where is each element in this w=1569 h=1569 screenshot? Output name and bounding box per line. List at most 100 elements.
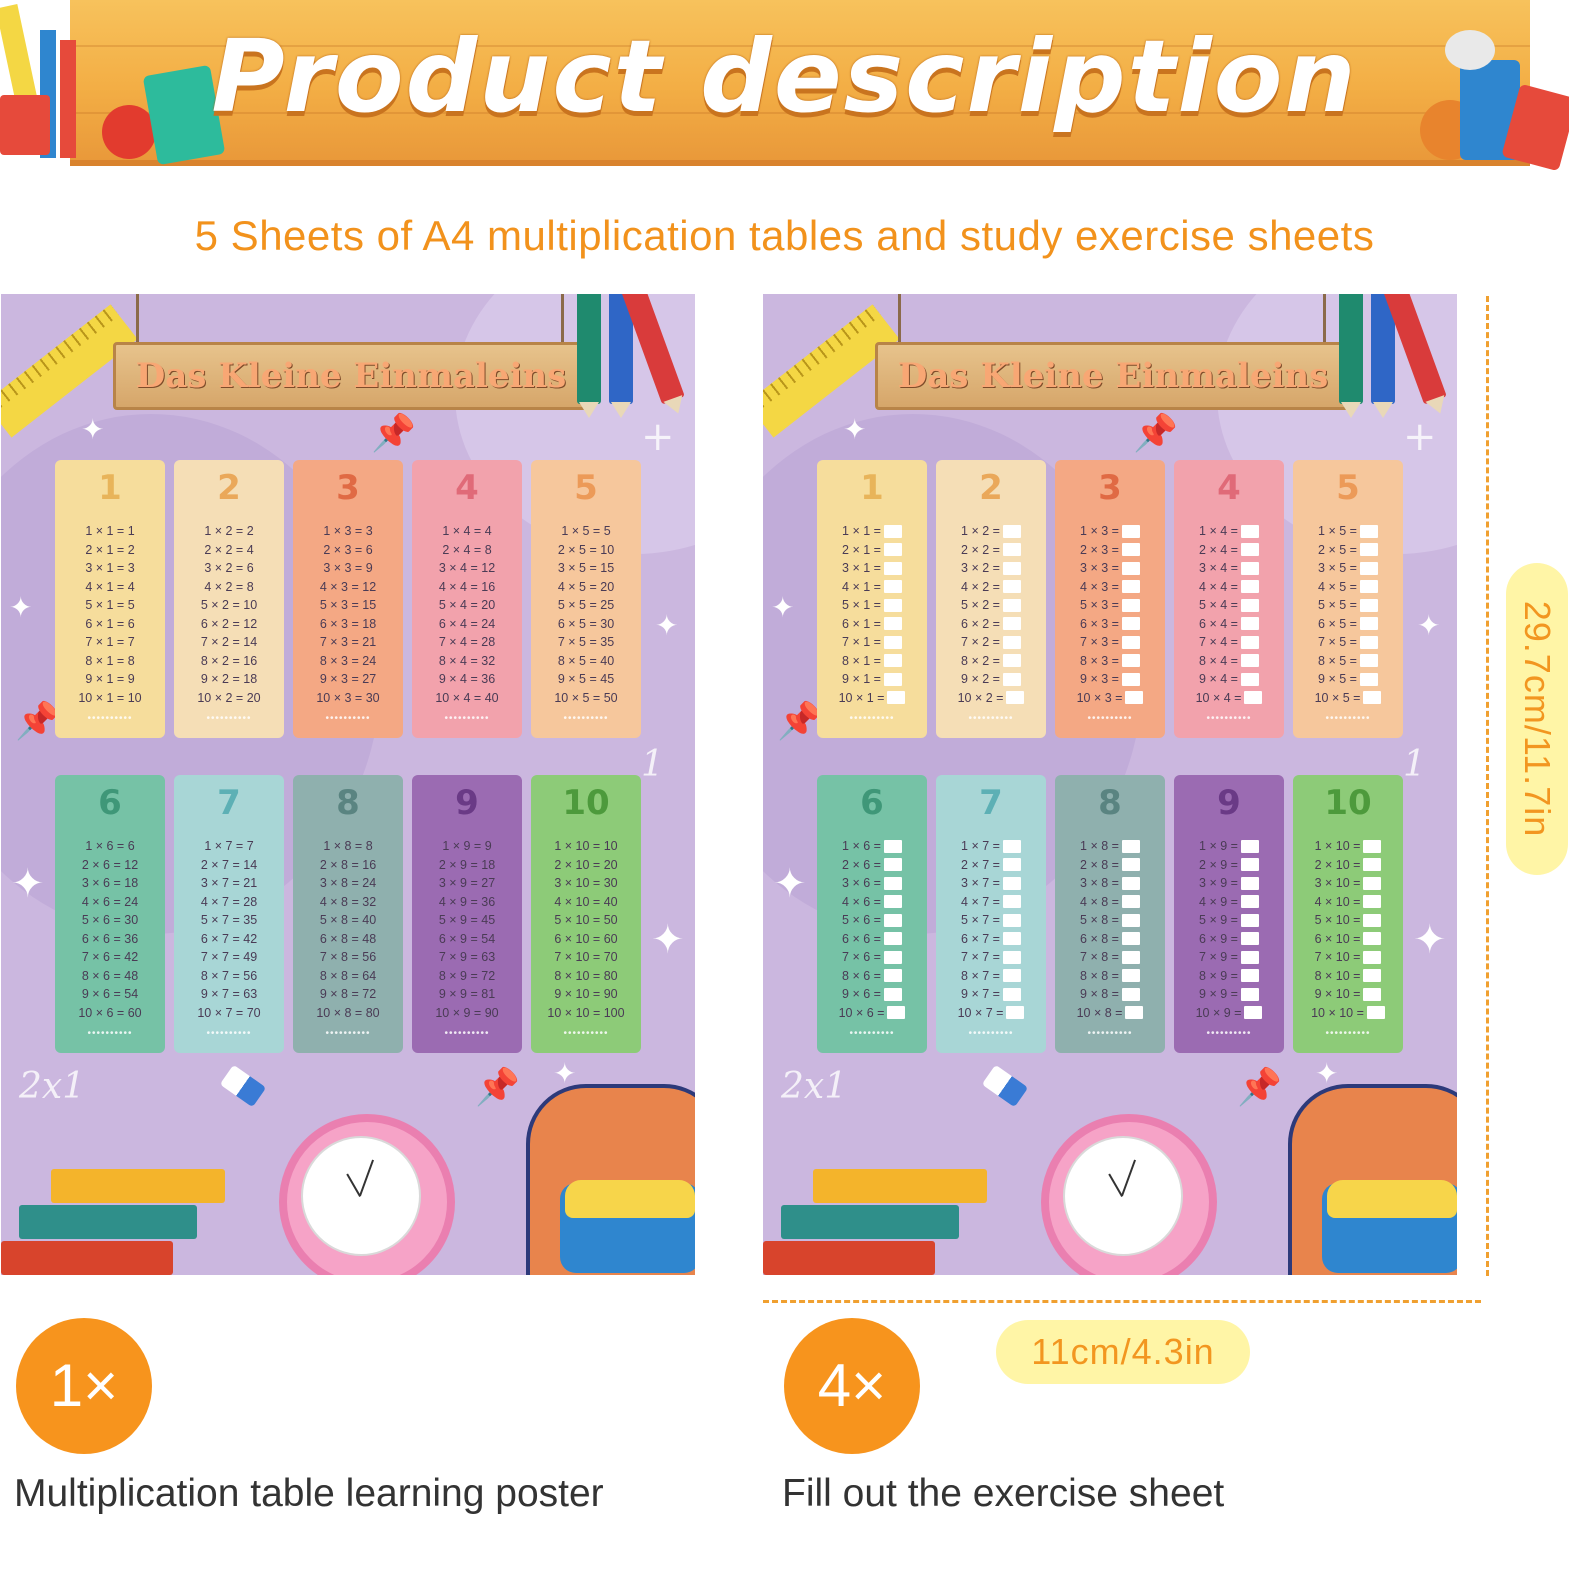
equation-row[interactable]: 3 × 7 = xyxy=(936,874,1046,893)
answer-blank[interactable] xyxy=(1125,1006,1144,1020)
equation-row[interactable]: 7 × 10 = xyxy=(1293,948,1403,967)
equation-row[interactable]: 8 × 1 = xyxy=(817,652,927,671)
equation-row[interactable]: 5 × 6 = xyxy=(817,911,927,930)
answer-blank[interactable] xyxy=(1002,895,1021,909)
equation-row[interactable]: 10 × 9 = xyxy=(1174,1004,1284,1023)
equation-row[interactable]: 6 × 8 = xyxy=(1055,930,1165,949)
equation-row[interactable]: 9 × 10 = xyxy=(1293,985,1403,1004)
answer-blank[interactable] xyxy=(1002,617,1021,631)
equation-row[interactable]: 2 × 3 = xyxy=(1055,541,1165,560)
answer-blank[interactable] xyxy=(1121,598,1140,612)
answer-blank[interactable] xyxy=(1002,598,1021,612)
equation-row[interactable]: 4 × 5 = xyxy=(1293,578,1403,597)
equation-row[interactable]: 4 × 2 = xyxy=(936,578,1046,597)
equation-row[interactable]: 9 × 7 = xyxy=(936,985,1046,1004)
equation-row[interactable]: 3 × 6 = xyxy=(817,874,927,893)
equation-row[interactable]: 2 × 2 = xyxy=(936,541,1046,560)
equation-row[interactable]: 1 × 9 = xyxy=(1174,837,1284,856)
equation-row[interactable]: 8 × 2 = xyxy=(936,652,1046,671)
answer-blank[interactable] xyxy=(1359,543,1378,557)
equation-row[interactable]: 4 × 8 = xyxy=(1055,893,1165,912)
answer-blank[interactable] xyxy=(1240,839,1259,853)
equation-row[interactable]: 10 × 5 = xyxy=(1293,689,1403,708)
equation-row[interactable]: 4 × 3 = xyxy=(1055,578,1165,597)
answer-blank[interactable] xyxy=(883,654,902,668)
answer-blank[interactable] xyxy=(1121,543,1140,557)
equation-row[interactable]: 9 × 1 = xyxy=(817,670,927,689)
answer-blank[interactable] xyxy=(1240,617,1259,631)
answer-blank[interactable] xyxy=(1240,561,1259,575)
answer-blank[interactable] xyxy=(1121,913,1140,927)
answer-blank[interactable] xyxy=(1002,635,1021,649)
answer-blank[interactable] xyxy=(1240,580,1259,594)
answer-blank[interactable] xyxy=(883,672,902,686)
answer-blank[interactable] xyxy=(1359,654,1378,668)
equation-row[interactable]: 10 × 7 = xyxy=(936,1004,1046,1023)
equation-row[interactable]: 8 × 4 = xyxy=(1174,652,1284,671)
equation-row[interactable]: 4 × 1 = xyxy=(817,578,927,597)
equation-row[interactable]: 5 × 1 = xyxy=(817,596,927,615)
answer-blank[interactable] xyxy=(1359,561,1378,575)
answer-blank[interactable] xyxy=(1002,543,1021,557)
answer-blank[interactable] xyxy=(883,895,902,909)
answer-blank[interactable] xyxy=(1121,858,1140,872)
answer-blank[interactable] xyxy=(1002,654,1021,668)
answer-blank[interactable] xyxy=(1002,839,1021,853)
equation-row[interactable]: 8 × 7 = xyxy=(936,967,1046,986)
equation-row[interactable]: 6 × 9 = xyxy=(1174,930,1284,949)
equation-row[interactable]: 9 × 5 = xyxy=(1293,670,1403,689)
equation-row[interactable]: 1 × 10 = xyxy=(1293,837,1403,856)
answer-blank[interactable] xyxy=(1240,969,1259,983)
equation-row[interactable]: 1 × 6 = xyxy=(817,837,927,856)
answer-blank[interactable] xyxy=(883,598,902,612)
equation-row[interactable]: 4 × 6 = xyxy=(817,893,927,912)
equation-row[interactable]: 2 × 5 = xyxy=(1293,541,1403,560)
answer-blank[interactable] xyxy=(1002,969,1021,983)
equation-row[interactable]: 4 × 10 = xyxy=(1293,893,1403,912)
equation-row[interactable]: 10 × 4 = xyxy=(1174,689,1284,708)
answer-blank[interactable] xyxy=(883,932,902,946)
equation-row[interactable]: 6 × 3 = xyxy=(1055,615,1165,634)
equation-row[interactable]: 8 × 5 = xyxy=(1293,652,1403,671)
answer-blank[interactable] xyxy=(883,617,902,631)
answer-blank[interactable] xyxy=(883,524,902,538)
answer-blank[interactable] xyxy=(1363,876,1382,890)
answer-blank[interactable] xyxy=(1121,969,1140,983)
equation-row[interactable]: 3 × 1 = xyxy=(817,559,927,578)
answer-blank[interactable] xyxy=(1121,617,1140,631)
answer-blank[interactable] xyxy=(1002,561,1021,575)
answer-blank[interactable] xyxy=(1002,913,1021,927)
answer-blank[interactable] xyxy=(1121,987,1140,1001)
equation-row[interactable]: 3 × 3 = xyxy=(1055,559,1165,578)
answer-blank[interactable] xyxy=(1363,839,1382,853)
answer-blank[interactable] xyxy=(1240,524,1259,538)
equation-row[interactable]: 1 × 4 = xyxy=(1174,522,1284,541)
answer-blank[interactable] xyxy=(887,1006,906,1020)
answer-blank[interactable] xyxy=(883,635,902,649)
answer-blank[interactable] xyxy=(1002,950,1021,964)
equation-row[interactable]: 2 × 9 = xyxy=(1174,856,1284,875)
equation-row[interactable]: 9 × 3 = xyxy=(1055,670,1165,689)
equation-row[interactable]: 9 × 6 = xyxy=(817,985,927,1004)
equation-row[interactable]: 7 × 6 = xyxy=(817,948,927,967)
equation-row[interactable]: 6 × 7 = xyxy=(936,930,1046,949)
equation-row[interactable]: 5 × 2 = xyxy=(936,596,1046,615)
answer-blank[interactable] xyxy=(1240,895,1259,909)
answer-blank[interactable] xyxy=(1240,950,1259,964)
equation-row[interactable]: 10 × 2 = xyxy=(936,689,1046,708)
answer-blank[interactable] xyxy=(1363,969,1382,983)
equation-row[interactable]: 6 × 2 = xyxy=(936,615,1046,634)
answer-blank[interactable] xyxy=(883,561,902,575)
answer-blank[interactable] xyxy=(1359,598,1378,612)
equation-row[interactable]: 7 × 2 = xyxy=(936,633,1046,652)
equation-row[interactable]: 9 × 4 = xyxy=(1174,670,1284,689)
answer-blank[interactable] xyxy=(1240,654,1259,668)
equation-row[interactable]: 3 × 4 = xyxy=(1174,559,1284,578)
answer-blank[interactable] xyxy=(1121,561,1140,575)
equation-row[interactable]: 7 × 7 = xyxy=(936,948,1046,967)
answer-blank[interactable] xyxy=(1121,876,1140,890)
equation-row[interactable]: 8 × 6 = xyxy=(817,967,927,986)
answer-blank[interactable] xyxy=(883,913,902,927)
equation-row[interactable]: 4 × 4 = xyxy=(1174,578,1284,597)
answer-blank[interactable] xyxy=(883,876,902,890)
